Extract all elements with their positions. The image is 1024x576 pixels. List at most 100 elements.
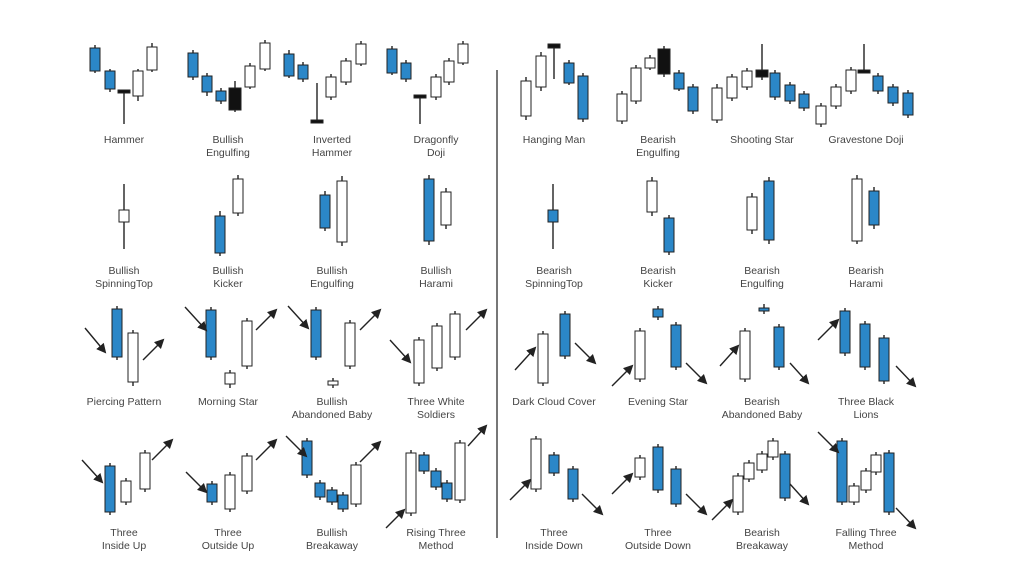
candle-bear <box>887 84 899 106</box>
trend-arrow <box>255 438 278 461</box>
candle-body <box>848 485 860 503</box>
candle-body <box>224 372 236 385</box>
candle-body <box>117 89 131 94</box>
candle-bull <box>336 176 348 246</box>
candle-body <box>314 482 326 498</box>
pattern-10 <box>319 176 348 246</box>
pattern-26 <box>285 435 382 512</box>
trend-arrow <box>817 318 840 341</box>
pattern-27 <box>385 424 488 529</box>
candle-body <box>441 482 453 500</box>
candle-doji <box>657 46 671 77</box>
pattern-label: Bullish Breakaway <box>306 527 358 552</box>
pattern-label: Evening Star <box>627 396 689 408</box>
candle-body <box>767 440 779 458</box>
candle-body <box>756 453 768 471</box>
candle-bull <box>726 74 738 101</box>
candle-bear <box>878 335 890 384</box>
candle-bull <box>241 453 253 494</box>
candle-body <box>743 462 755 480</box>
trend-arrow <box>385 508 406 529</box>
candle-bull <box>244 63 256 89</box>
pattern-24 <box>81 438 174 515</box>
trend-arrow <box>389 339 412 364</box>
candle-bear <box>400 60 412 82</box>
candle-doji <box>857 44 871 74</box>
trend-arrow <box>581 493 604 516</box>
candle-body <box>440 191 452 226</box>
candle-bear <box>663 215 675 255</box>
candle-bear <box>423 175 435 245</box>
candle-doji <box>228 81 242 112</box>
pattern-label: Three White Soldiers <box>407 396 465 421</box>
pattern-25 <box>185 438 278 512</box>
candle-bull <box>630 65 642 104</box>
candle-body <box>836 440 848 503</box>
candle-bear <box>559 311 571 359</box>
candle-bull <box>127 330 139 386</box>
candle-body <box>673 72 685 90</box>
candle-body <box>630 67 642 102</box>
candle-bull <box>340 58 352 85</box>
trend-arrow <box>895 365 917 388</box>
candle-bear <box>319 191 331 231</box>
candle-doji <box>755 44 769 80</box>
pattern-label: Dragonfly Doji <box>413 134 459 159</box>
candle-body <box>548 454 560 474</box>
pattern-16 <box>84 306 165 386</box>
trend-arrow <box>465 308 488 331</box>
pattern-label: Bullish Kicker <box>212 265 244 290</box>
candle-body <box>663 217 675 253</box>
pattern-label: Bullish Abandoned Baby <box>291 396 373 421</box>
candle-bull <box>241 318 253 369</box>
trend-arrow <box>574 342 597 365</box>
trend-arrow <box>817 431 840 454</box>
candle-body <box>670 324 682 368</box>
candle-body <box>337 494 349 510</box>
candle-bull <box>232 175 244 216</box>
candle-doji <box>547 43 561 79</box>
pattern-11 <box>423 175 452 245</box>
trend-arrow <box>611 364 634 387</box>
candle-body <box>259 42 271 70</box>
candle-bear <box>283 50 295 78</box>
pattern-2 <box>283 41 367 124</box>
candle-bull <box>860 468 872 493</box>
candle-body <box>732 475 744 513</box>
candle-bear <box>868 187 880 229</box>
candle-bull <box>120 478 132 505</box>
candle-bull <box>711 84 723 123</box>
candle-body <box>652 308 664 318</box>
candle-body <box>325 76 337 98</box>
pattern-31 <box>817 431 917 530</box>
pattern-19 <box>389 308 488 386</box>
candle-bull <box>535 52 547 91</box>
candle-body <box>547 43 561 49</box>
candle-body <box>215 90 227 102</box>
trend-arrow <box>142 338 165 361</box>
candle-body <box>815 105 827 125</box>
pattern-29 <box>611 444 708 516</box>
candle-body <box>430 76 442 98</box>
candle-bear <box>798 91 810 111</box>
pattern-4 <box>520 43 589 122</box>
candle-body <box>746 196 758 231</box>
candle-body <box>520 80 532 117</box>
candle-body <box>400 62 412 80</box>
candle-bear <box>314 480 326 500</box>
candle-bear <box>577 73 589 122</box>
trend-arrow <box>685 362 708 385</box>
pattern-label: Bearish Harami <box>848 265 884 290</box>
candle-bear <box>301 438 313 478</box>
candle-bear <box>215 88 227 104</box>
candle-bear <box>773 324 785 370</box>
candle-bear <box>859 321 871 370</box>
pattern-13 <box>646 177 675 255</box>
candle-body <box>769 72 781 98</box>
candle-bear <box>430 468 442 490</box>
candle-body <box>454 442 466 501</box>
trend-arrow <box>255 308 278 331</box>
pattern-label: Bearish Abandoned Baby <box>721 396 803 421</box>
candle-body <box>430 470 442 488</box>
candle-bull <box>830 84 842 109</box>
